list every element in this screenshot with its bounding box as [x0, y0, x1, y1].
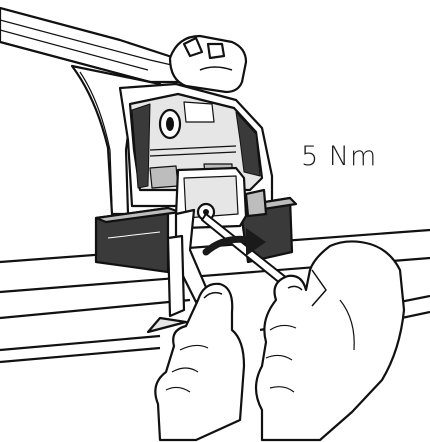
torque-value-label: 5 Nm	[301, 141, 378, 172]
bar-end-cap	[168, 34, 248, 94]
left-hand	[154, 282, 246, 442]
clockwise-tighten-arrow-icon	[202, 228, 266, 256]
right-hand	[254, 240, 406, 442]
